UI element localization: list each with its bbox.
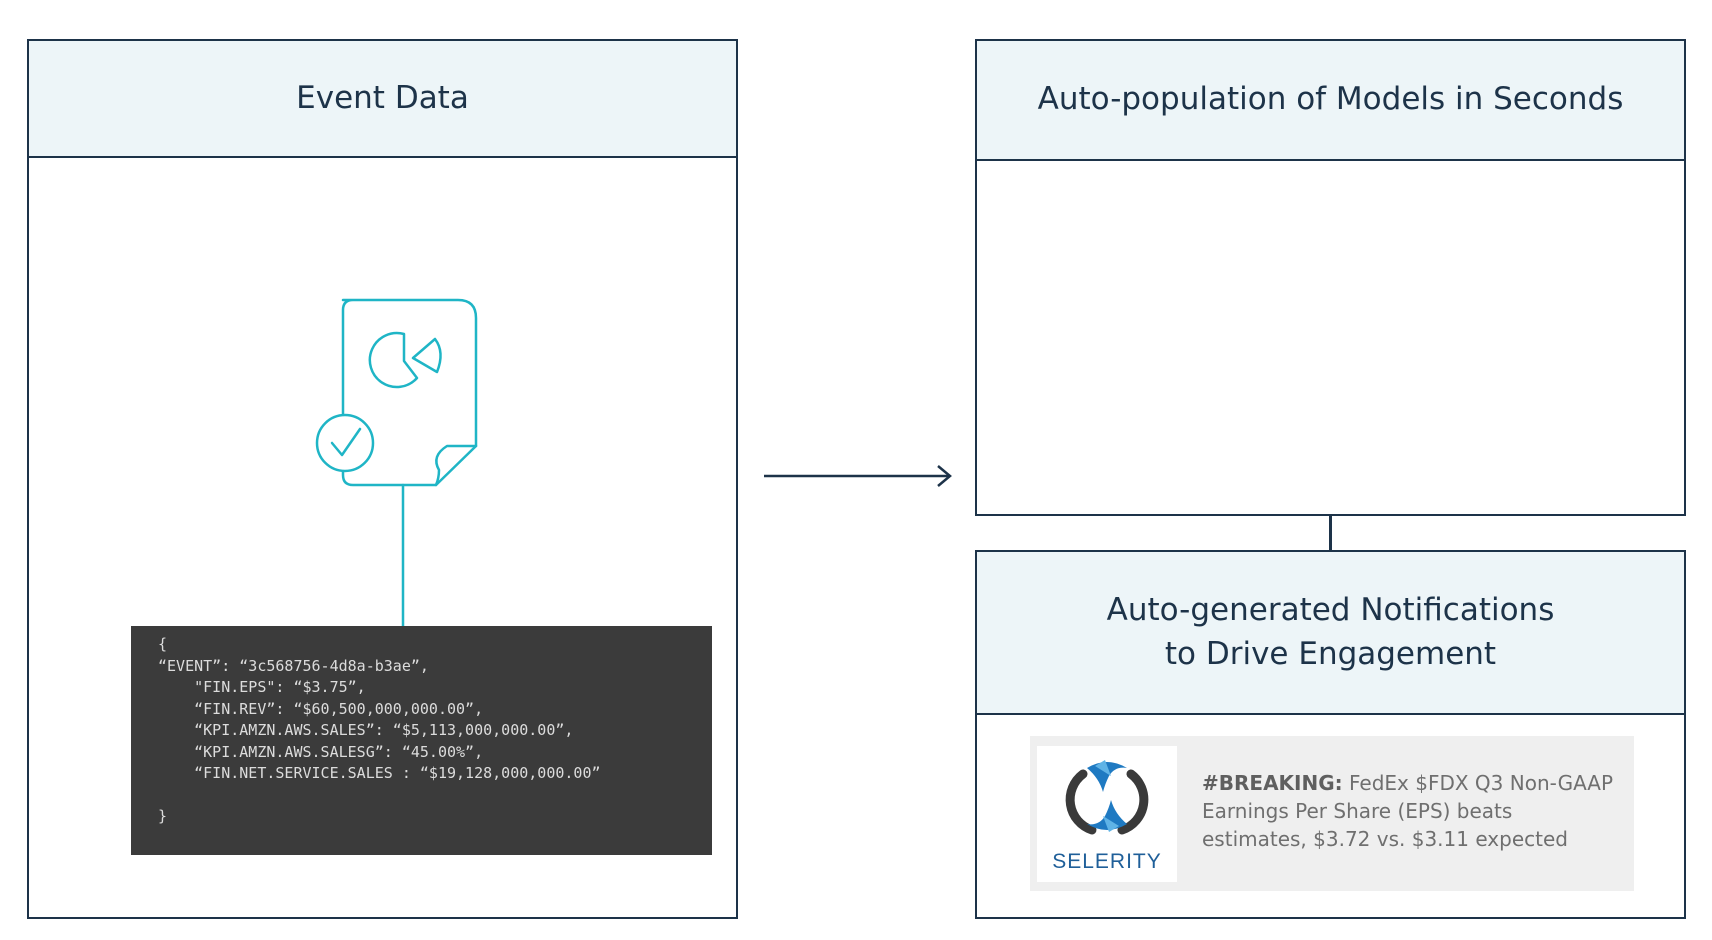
code-line: “KPI.AMZN.AWS.SALES”: “$5,113,000,000.00… (158, 721, 574, 739)
document-chart-icon (315, 298, 478, 628)
notifications-title: Auto-generated Notifications to Drive En… (1106, 592, 1555, 672)
code-line: “FIN.REV”: “$60,500,000,000.00”, (158, 699, 484, 718)
code-line: “FIN.NET.SERVICE.SALES : “$19,128,000,00… (158, 764, 601, 782)
arrow-right-icon (764, 465, 952, 487)
event-data-title: Event Data (296, 79, 469, 116)
code-line: “KPI.AMZN.AWS.SALESG”: “45.00%”, (158, 742, 484, 761)
notifications-panel: Auto-generated Notifications to Drive En… (975, 550, 1686, 919)
event-data-panel: Event Data { “EVENT”: “3c568756-4d8a-b3a… (27, 39, 738, 919)
code-line (158, 785, 712, 807)
models-panel: Auto-population of Models in Seconds (975, 39, 1686, 516)
notification-message: FedEx $FDX Q3 Non-GAAP Earnings Per Shar… (1202, 771, 1614, 851)
code-line: “EVENT”: “3c568756-4d8a-b3ae”, (158, 656, 429, 675)
notifications-header: Auto-generated Notifications to Drive En… (977, 552, 1684, 715)
code-line: } (158, 807, 168, 825)
panel-connector (1329, 516, 1332, 550)
brand-box: SELERITY (1037, 746, 1177, 882)
notification-text: #BREAKING: FedEx $FDX Q3 Non-GAAP Earnin… (1202, 769, 1622, 853)
event-data-header: Event Data (29, 41, 736, 158)
event-json-code: { “EVENT”: “3c568756-4d8a-b3ae”, "FIN.EP… (131, 626, 712, 855)
code-line: { (158, 635, 168, 653)
models-header: Auto-population of Models in Seconds (977, 41, 1684, 161)
notification-card: SELERITY #BREAKING: FedEx $FDX Q3 Non-GA… (1030, 736, 1634, 891)
code-line: "FIN.EPS": “$3.75”, (158, 678, 366, 696)
brand-name: SELERITY (1052, 850, 1162, 873)
notification-tag: #BREAKING: (1202, 771, 1343, 795)
selerity-logo-icon (1065, 760, 1149, 835)
checkmark-circle-icon (315, 413, 375, 473)
models-title: Auto-population of Models in Seconds (1037, 81, 1624, 118)
